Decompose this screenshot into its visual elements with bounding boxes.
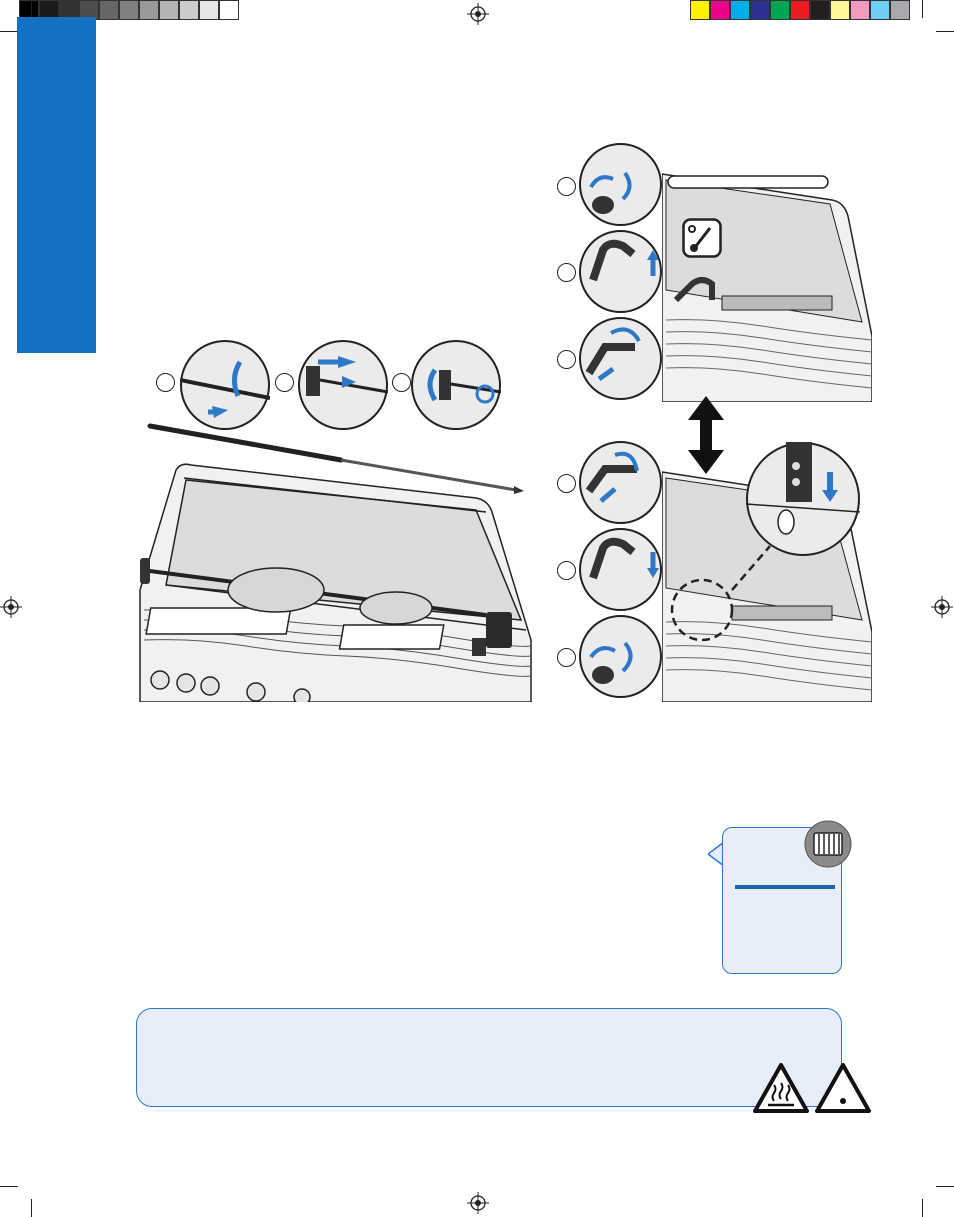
chapter-side-tab [17, 17, 96, 353]
registration-mark-icon [931, 596, 953, 618]
gray-swatch [199, 0, 219, 20]
caution-warning-icon [815, 1063, 871, 1113]
color-swatch [790, 0, 810, 20]
warning-box [136, 1008, 842, 1107]
crop-mark [922, 0, 923, 18]
wrench-tool-icon [682, 218, 722, 258]
process-color-bar [690, 0, 910, 21]
color-swatch [710, 0, 730, 20]
gray-swatch [139, 0, 159, 20]
gray-swatch [159, 0, 179, 20]
step-marker [557, 474, 576, 493]
crop-mark [922, 1199, 923, 1217]
step-marker [557, 648, 576, 667]
grayscale-color-bar [19, 0, 239, 21]
color-swatch [730, 0, 750, 20]
double-headed-arrow-icon [688, 396, 724, 474]
drip-pan [145, 607, 292, 635]
grill-grate-icon [804, 820, 852, 868]
color-swatch [850, 0, 870, 20]
detail-circle-fork-loosen-drawing [180, 360, 270, 418]
step-marker [557, 561, 576, 580]
control-knobs [150, 670, 311, 702]
color-swatch [750, 0, 770, 20]
detail-circle-igniter-insert-drawing [585, 451, 639, 503]
step-marker [392, 373, 411, 392]
step-marker [275, 373, 294, 392]
drip-pan [338, 624, 445, 650]
detail-circle-fastener-tighten-drawing [589, 641, 633, 684]
color-swatch [890, 0, 910, 20]
registration-mark-icon [0, 596, 22, 618]
step-marker [557, 177, 576, 196]
chicken [227, 567, 325, 613]
rotisserie-motor [486, 612, 512, 648]
color-swatch [830, 0, 850, 20]
registration-mark-icon [467, 3, 489, 25]
crop-mark [936, 31, 954, 32]
step-marker [557, 350, 576, 369]
crop-mark [31, 1199, 32, 1217]
chicken [359, 591, 433, 625]
detail-circle-igniter-lift-drawing [589, 239, 659, 282]
crop-mark [0, 1186, 18, 1187]
spit-rod [147, 423, 524, 494]
note-card-rule [735, 885, 835, 889]
gray-swatch [179, 0, 199, 20]
grill-hood-top-illustration [662, 173, 872, 402]
gray-swatch [119, 0, 139, 20]
detail-circle-fastener-remove-drawing [589, 171, 632, 214]
hot-surface-warning-icon [753, 1063, 809, 1113]
detail-circle-igniter-lower-drawing [589, 537, 659, 580]
detail-circle-igniter-rotate-drawing [585, 327, 641, 382]
color-swatch [770, 0, 790, 20]
crop-mark [936, 1186, 954, 1187]
crop-mark [0, 31, 18, 32]
detail-circle-handle-attach-drawing [427, 368, 501, 404]
step-marker [156, 373, 175, 392]
color-swatch [690, 0, 710, 20]
detail-circle-burner-slot-drawing [746, 442, 860, 535]
registration-mark-icon [467, 1192, 489, 1214]
gray-swatch [99, 0, 119, 20]
rotisserie-assembly-illustration [139, 423, 532, 702]
crop-mark [31, 0, 32, 18]
step-marker [557, 263, 576, 282]
color-swatch [810, 0, 830, 20]
gray-swatch [219, 0, 239, 20]
grill-body [139, 463, 532, 702]
color-swatch [870, 0, 890, 20]
detail-circle-fork-slide-drawing [306, 356, 388, 396]
